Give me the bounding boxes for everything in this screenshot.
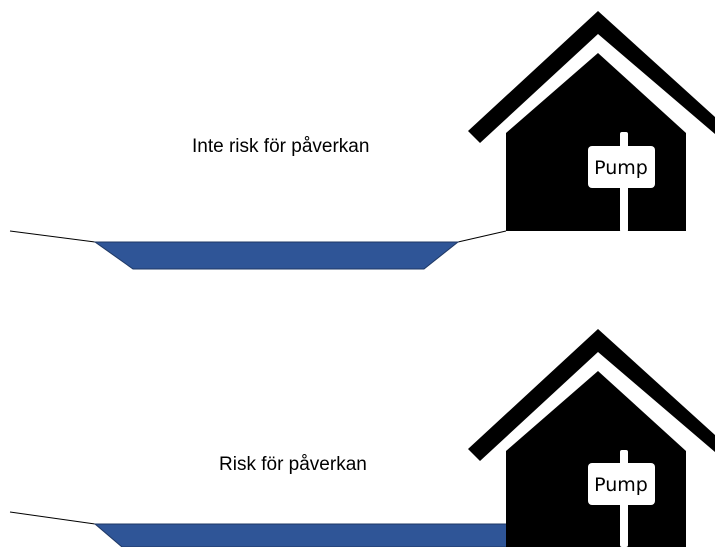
- pump-sign-icon: Pump: [588, 450, 655, 547]
- house-roof: [468, 329, 715, 461]
- house-icon: Pump: [468, 329, 715, 547]
- sign-board: [588, 146, 655, 188]
- scenario-no-risk: Pump Inte risk för påverkan: [9, 11, 715, 270]
- ground-line-right: [457, 230, 507, 243]
- pump-sign-icon: Pump: [588, 132, 655, 232]
- house-icon: Pump: [468, 11, 715, 232]
- ground-line-left: [9, 511, 96, 525]
- house-roof: [468, 11, 715, 143]
- scenario-caption: Inte risk för påverkan: [192, 136, 369, 157]
- water-body: [93, 523, 516, 547]
- scenario-caption: Risk för påverkan: [219, 454, 367, 475]
- scenario-risk: Pump Risk för påverkan: [9, 329, 715, 547]
- sign-label: Pump: [594, 157, 648, 179]
- water-body: [93, 241, 460, 270]
- ground-line-left: [9, 230, 96, 243]
- sign-label: Pump: [594, 474, 648, 496]
- sign-board: [588, 463, 655, 505]
